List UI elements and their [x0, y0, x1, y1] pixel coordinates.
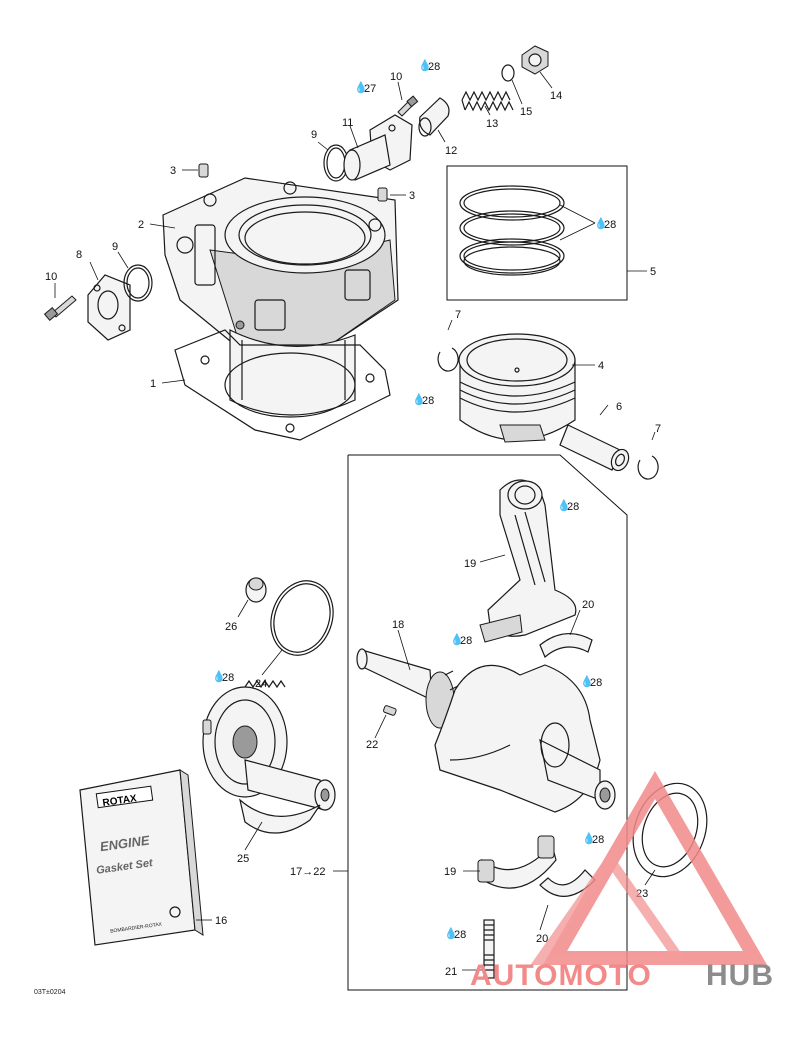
bearing-lower — [539, 869, 596, 897]
callout-8: 8 — [76, 249, 82, 261]
drop-icon: 💧 — [594, 217, 608, 230]
circlip — [437, 347, 659, 480]
balance-shaft — [202, 679, 336, 834]
seal-15 — [501, 64, 515, 82]
callout-19: 19 — [444, 866, 456, 878]
lubricant-27: 27 — [364, 83, 376, 95]
plug-14 — [521, 45, 549, 75]
drop-icon: 💧 — [582, 832, 596, 845]
bearing-upper — [539, 633, 593, 658]
callout-13: 13 — [486, 118, 498, 130]
crankshaft-kit-frame — [347, 454, 628, 991]
callout-11: 11 — [342, 117, 353, 129]
screw-top — [397, 95, 419, 117]
callout-9: 9 — [311, 129, 317, 141]
drop-icon: 💧 — [412, 393, 426, 406]
callout-7: 7 — [455, 309, 461, 321]
callout-22: 22 — [366, 739, 378, 751]
lubricant-28: 28 — [428, 61, 440, 73]
piston-rings — [459, 185, 565, 276]
callout-10: 10 — [45, 271, 57, 283]
callout-18: 18 — [392, 619, 404, 631]
drop-icon: 💧 — [212, 670, 226, 683]
callout-15: 15 — [520, 106, 532, 118]
drop-icon: 💧 — [450, 633, 464, 646]
lubricant-marks: 💧 27 💧 28 💧 28 💧 28 💧 28 💧 28 💧 28 💧 28 … — [212, 59, 616, 941]
callout-19: 19 — [464, 558, 476, 570]
connecting-rod — [479, 479, 577, 643]
callout-25: 25 — [237, 853, 249, 865]
callout-21: 21 — [445, 966, 457, 978]
lubricant-28: 28 — [422, 395, 434, 407]
callout-2: 2 — [138, 219, 144, 231]
callout-10: 10 — [390, 71, 402, 83]
lubricant-28: 28 — [222, 672, 234, 684]
adapter-11 — [343, 114, 413, 181]
lubricant-28: 28 — [590, 677, 602, 689]
crankshaft — [356, 648, 616, 813]
leader-lines — [54, 71, 656, 971]
drop-icon: 💧 — [354, 81, 368, 94]
callout-20: 20 — [536, 933, 548, 945]
gasket-brand: ROTAX — [102, 793, 138, 809]
gasket-line1: ENGINE — [99, 832, 151, 854]
o-ring-left — [123, 264, 153, 302]
watermark-part2: HUB — [706, 959, 774, 992]
flange-left — [87, 274, 131, 341]
callout-26: 26 — [225, 621, 237, 633]
callout-12: 12 — [445, 145, 457, 157]
lubricant-28: 28 — [567, 501, 579, 513]
callout-1: 1 — [150, 378, 156, 390]
callout-14: 14 — [550, 90, 562, 102]
callout-20: 20 — [582, 599, 594, 611]
large-o-ring — [270, 580, 334, 656]
callout-16: 16 — [215, 915, 227, 927]
callout-3: 3 — [409, 190, 415, 202]
callout-7: 7 — [655, 423, 661, 435]
callout-4: 4 — [598, 360, 604, 372]
cylinder — [162, 177, 399, 416]
lubricant-28: 28 — [460, 635, 472, 647]
spring-13 — [461, 90, 514, 112]
stud — [483, 919, 495, 979]
callout-3: 3 — [170, 165, 176, 177]
drop-icon: 💧 — [580, 675, 594, 688]
drop-icon: 💧 — [418, 59, 432, 72]
watermark-part1: AUTOMOTO — [470, 959, 652, 992]
lubricant-28: 28 — [592, 834, 604, 846]
callout-9: 9 — [112, 241, 118, 253]
watermark-logo — [530, 771, 768, 965]
plunger-12 — [418, 97, 450, 137]
lubricant-28: 28 — [604, 219, 616, 231]
piston-ring-frame — [446, 165, 628, 301]
woodruff-key — [383, 705, 397, 716]
rod-cap — [477, 835, 557, 889]
plug-26 — [245, 577, 267, 603]
screw-left — [43, 295, 77, 321]
callout-5: 5 — [650, 266, 656, 278]
drop-icon: 💧 — [557, 499, 571, 512]
watermark-text: AUTOMOTO HUB — [470, 959, 774, 992]
piston-pin — [559, 424, 630, 472]
gasket-set-envelope: ROTAX ENGINE Gasket Set BOMBARDIER-ROTAX — [79, 769, 204, 946]
dowel-pin — [198, 163, 388, 202]
base-gasket — [174, 329, 391, 441]
drop-icon: 💧 — [444, 927, 458, 940]
callout-numbers: 1 2 3 3 4 5 6 7 7 8 9 9 10 10 11 12 13 1… — [45, 71, 661, 978]
callout-17-22: 17→22 — [290, 866, 325, 878]
lubricant-28: 28 — [454, 929, 466, 941]
drawing-code: 03T±0204 — [34, 989, 66, 996]
callout-24: 24 — [255, 678, 267, 690]
callout-6: 6 — [616, 401, 622, 413]
piston — [458, 333, 576, 443]
